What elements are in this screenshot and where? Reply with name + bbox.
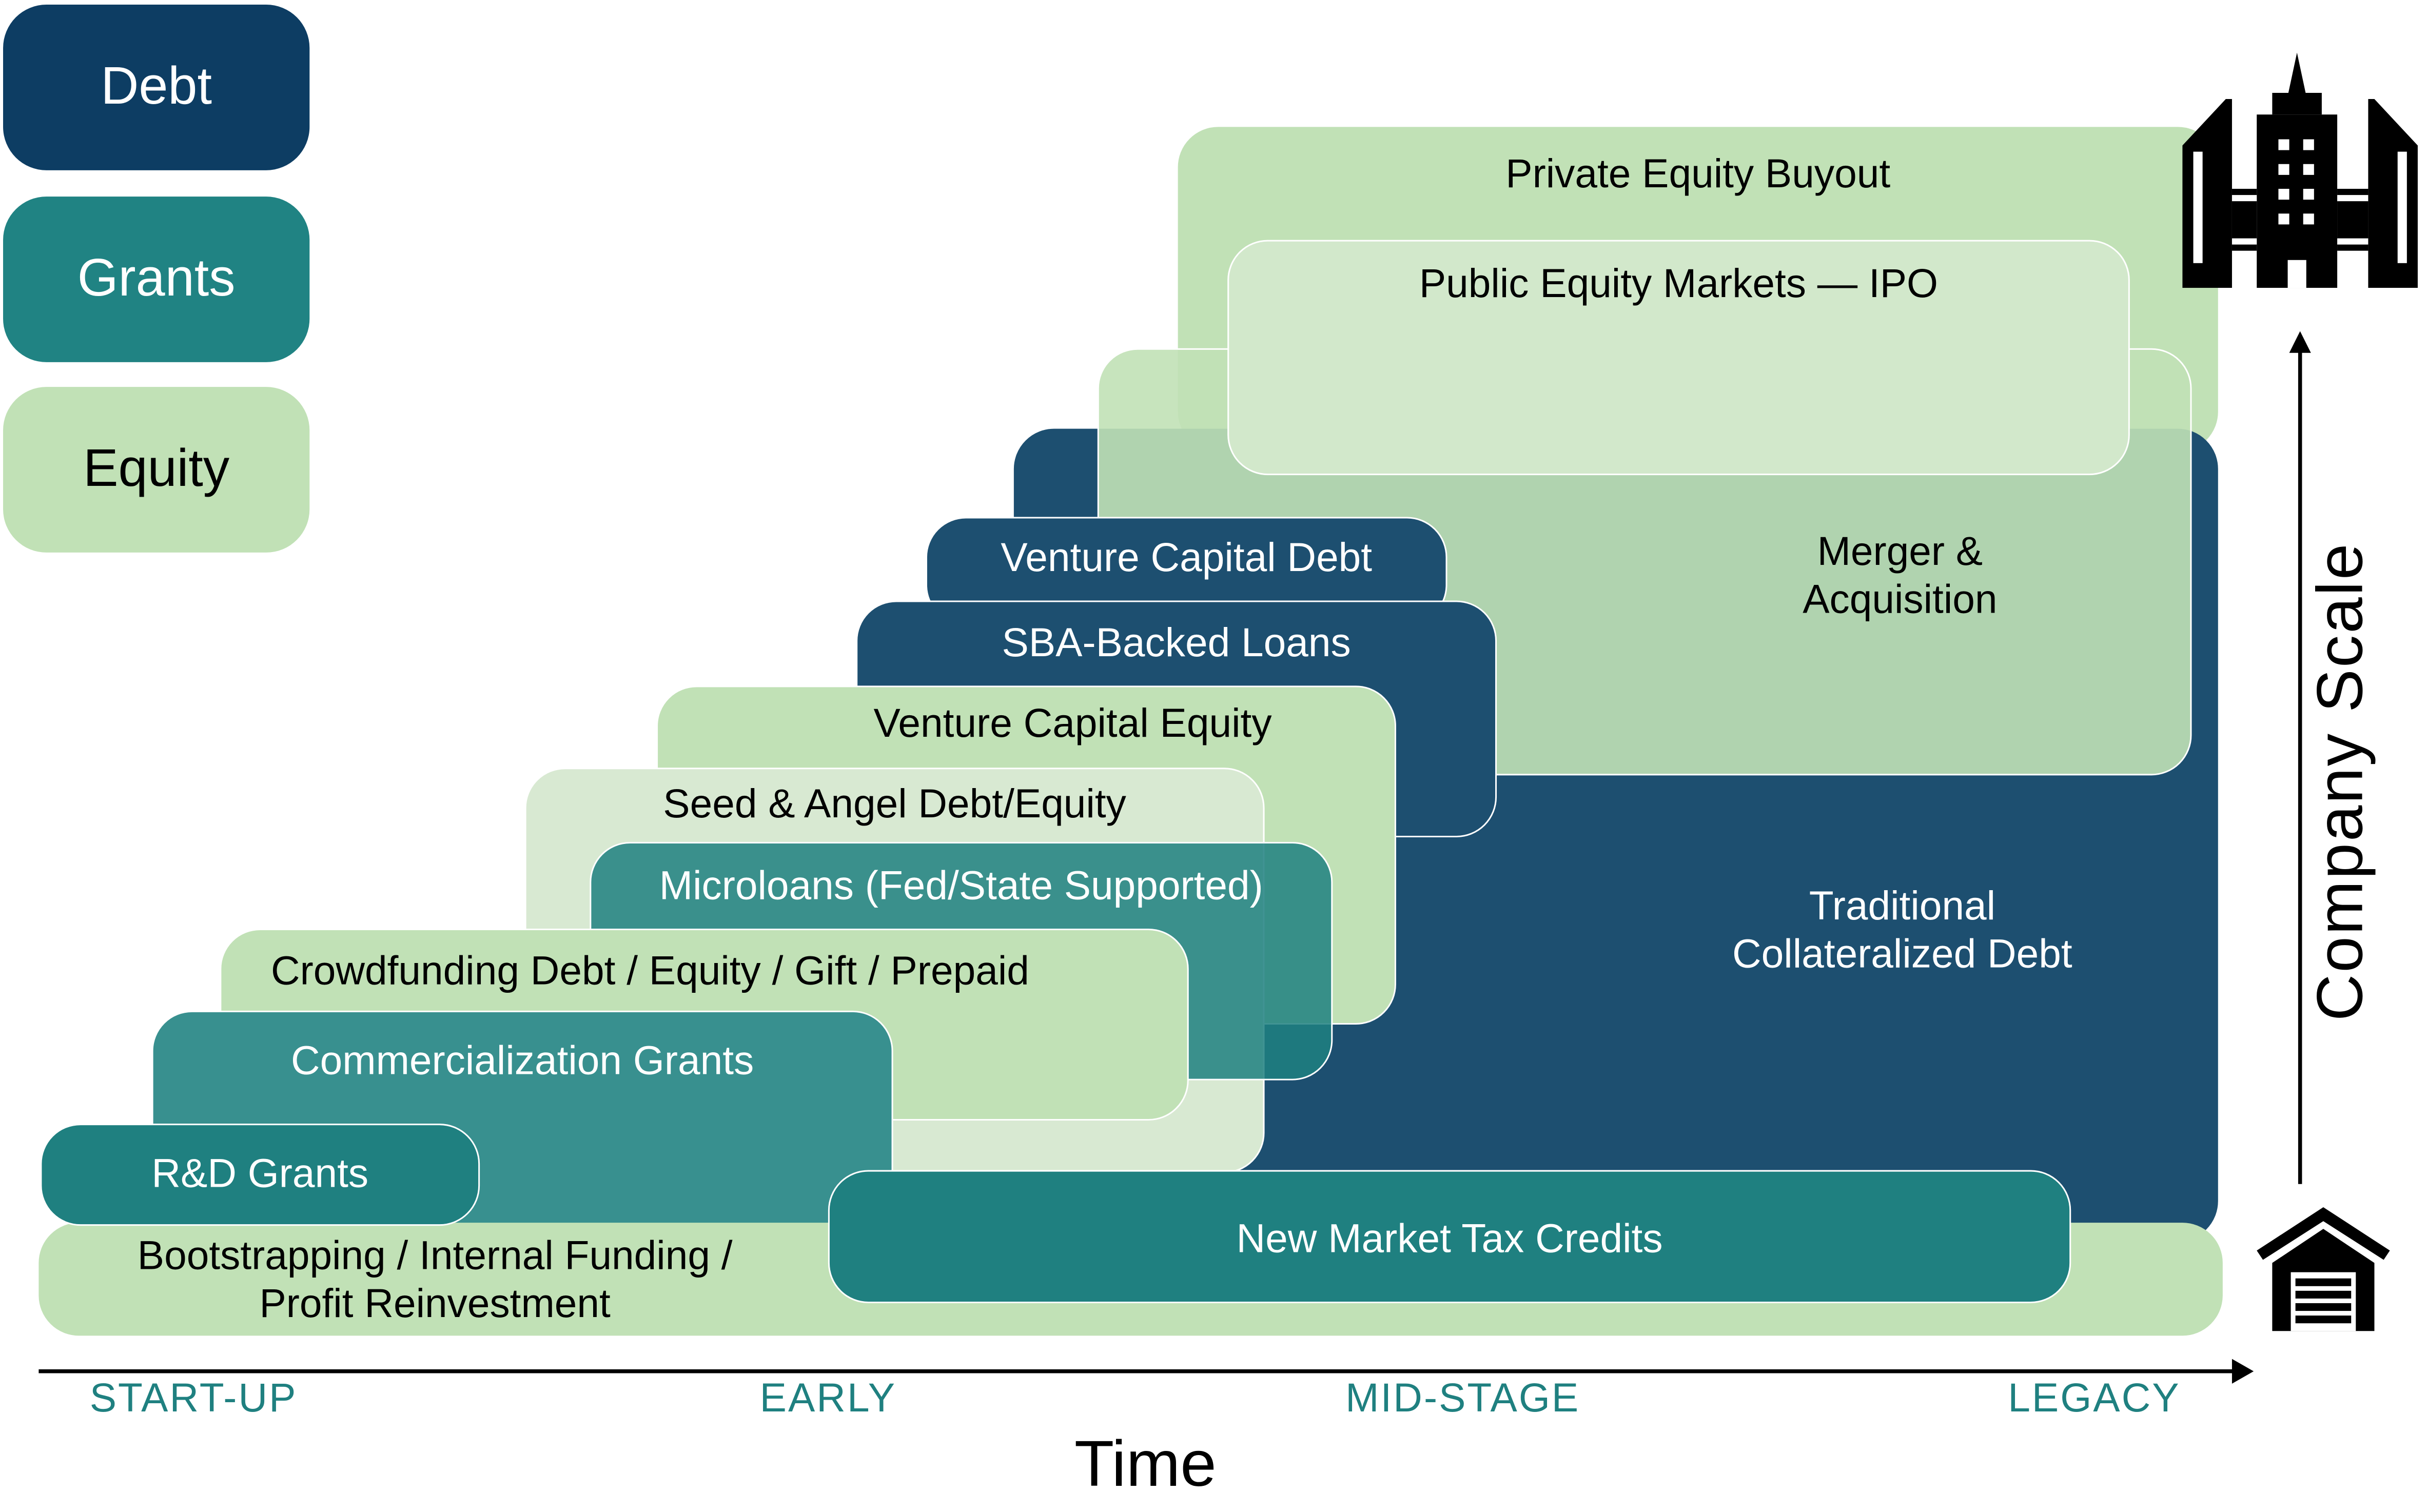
skyscraper-icon [2182,52,2418,288]
microloans-label: Microloans (Fed/State Supported) [659,862,1263,909]
nmtc-label: New Market Tax Credits [1236,1215,1663,1262]
box-new-market-tax-credits: New Market Tax Credits [828,1170,2071,1303]
vc-debt-label: Venture Capital Debt [1001,534,1373,581]
legend-debt: Debt [3,5,310,170]
merger-label: Merger & Acquisition [1803,527,1998,623]
garage-icon [2257,1207,2390,1331]
scale-axis-arrow [2289,331,2311,1184]
legend-debt-label: Debt [101,57,212,116]
legend-grants-label: Grants [77,249,236,308]
vc-equity-label: Venture Capital Equity [873,699,1272,747]
stage-early: EARLY [759,1374,897,1421]
time-axis-title: Time [1074,1427,1217,1500]
rd-grants-label: R&D Grants [151,1150,369,1196]
time-axis-arrow [38,1359,2254,1384]
ipo-label: Public Equity Markets — IPO [1419,260,1939,307]
stage-mid: MID-STAGE [1345,1374,1580,1421]
legend-equity-label: Equity [83,439,230,499]
company-scale-title: Company Scale [2303,542,2376,1022]
box-rd-grants: R&D Grants [40,1124,480,1226]
private-equity-label: Private Equity Buyout [1505,150,1891,197]
commercialization-label: Commercialization Grants [290,1037,754,1084]
stage-legacy: LEGACY [2008,1374,2181,1421]
box-ipo: Public Equity Markets — IPO [1227,240,2130,476]
sba-label: SBA-Backed Loans [1002,619,1351,666]
legend-grants: Grants [3,197,310,362]
bootstrapping-label: Bootstrapping / Internal Funding / Profi… [137,1232,733,1327]
crowdfunding-label: Crowdfunding Debt / Equity / Gift / Prep… [270,947,1029,994]
legend-equity: Equity [3,387,310,553]
stage-start-up: START-UP [89,1374,298,1421]
seed-angel-label: Seed & Angel Debt/Equity [663,780,1126,827]
traditional-debt-label: Traditional Collateralized Debt [1732,882,2072,977]
